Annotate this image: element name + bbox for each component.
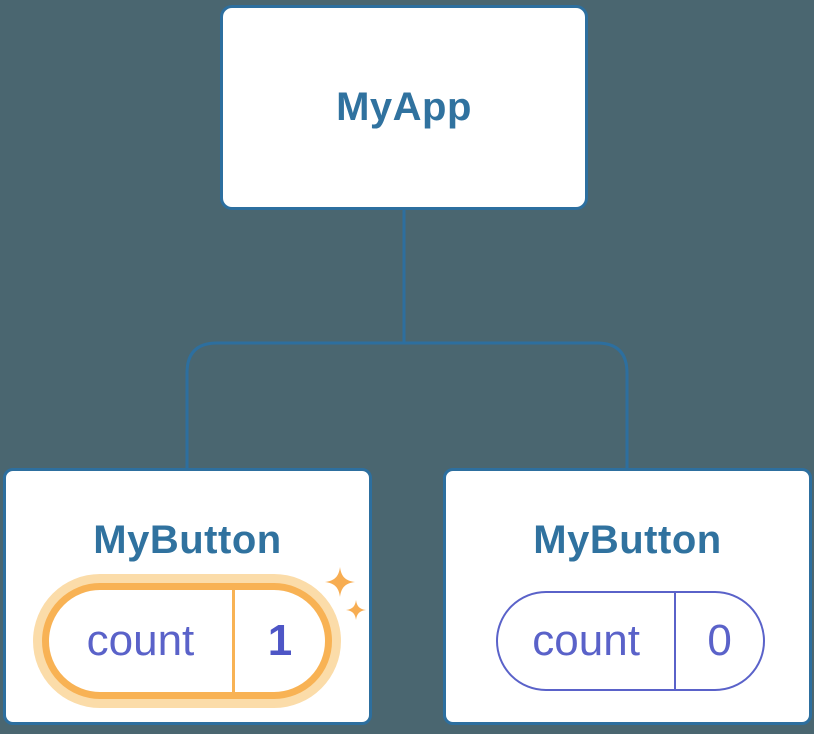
- component-card-mybutton-plain: MyButton count 0: [443, 468, 812, 725]
- sparkles-icon: [346, 600, 366, 620]
- sparkles-icon: [325, 567, 355, 597]
- child-component-label: MyButton: [533, 518, 722, 562]
- state-value: 1: [267, 616, 293, 665]
- state-key-label: count: [498, 593, 677, 689]
- child-component-label: MyButton: [93, 518, 282, 562]
- state-key-label: count: [49, 590, 235, 692]
- state-value: 0: [707, 616, 732, 665]
- state-pill-plain: count 0: [496, 591, 765, 691]
- component-card-mybutton-highlighted: MyButton count 1: [3, 468, 372, 725]
- state-pill-body: count 1: [42, 583, 332, 699]
- state-pill-highlighted: count 1: [33, 574, 341, 708]
- root-component-label: MyApp: [336, 85, 472, 129]
- component-card-root: MyApp: [220, 5, 588, 210]
